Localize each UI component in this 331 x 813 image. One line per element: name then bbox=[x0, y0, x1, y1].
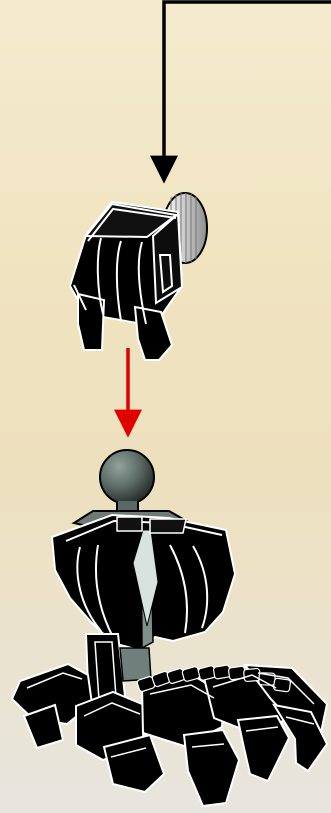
torso-assembly bbox=[52, 515, 235, 650]
assembly-arrow-black bbox=[164, 2, 331, 178]
head-piece bbox=[70, 193, 207, 360]
leg-assembly bbox=[12, 634, 327, 806]
